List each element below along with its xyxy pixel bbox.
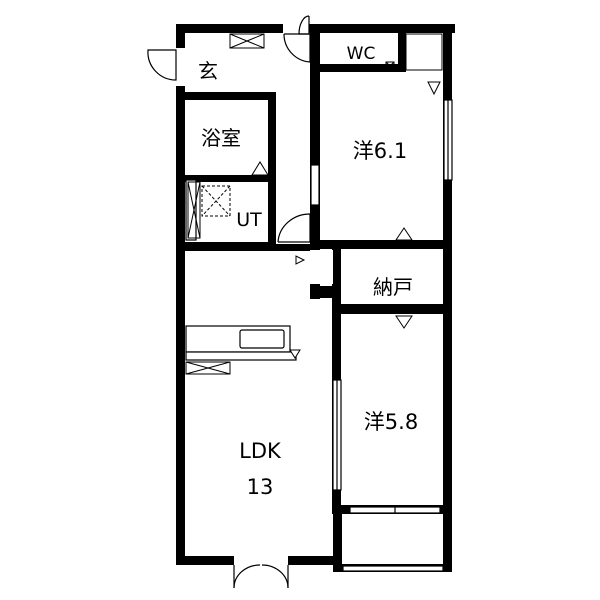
closet-marks xyxy=(185,33,443,375)
label-wc: WC xyxy=(347,44,376,64)
balcony-door-right xyxy=(261,564,289,589)
balcony-door-left xyxy=(233,564,261,589)
label-western-1: 洋6.1 xyxy=(353,139,407,163)
upper-door xyxy=(298,15,310,35)
label-entrance: 玄 xyxy=(198,59,218,83)
hall-door xyxy=(283,33,311,63)
label-ldk-size: 13 xyxy=(247,475,274,499)
door-openings xyxy=(176,24,333,567)
label-utility: UT xyxy=(236,209,262,231)
vent-icon xyxy=(385,61,395,71)
washer-pan xyxy=(201,185,231,217)
triangle-markers xyxy=(251,81,441,359)
sliding-doors xyxy=(185,99,453,572)
entrance-door xyxy=(147,49,177,81)
label-bath: 浴室 xyxy=(201,126,241,150)
label-western-2: 洋5.8 xyxy=(364,410,418,434)
ldk-door xyxy=(277,213,311,243)
label-storage: 納戸 xyxy=(373,275,413,299)
room-labels: 玄 WC 浴室 UT 洋6.1 納戸 洋5.8 LDK 13 xyxy=(198,44,418,499)
kitchen-counter xyxy=(185,325,297,361)
door-swings xyxy=(147,15,311,589)
label-ldk-name: LDK xyxy=(239,439,282,463)
